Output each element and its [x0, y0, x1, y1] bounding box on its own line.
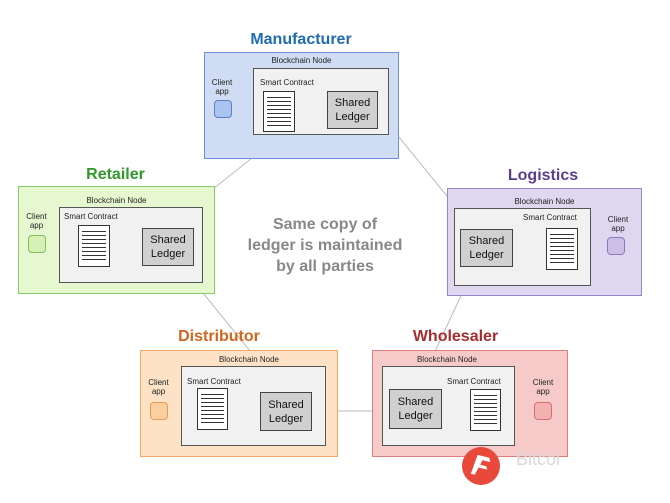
logistics-smart-contract-doc [546, 228, 578, 270]
manufacturer-node-title: Blockchain Node [271, 56, 332, 65]
distributor-smart-contract-label: Smart Contract [187, 377, 241, 386]
center-caption-line-3: by all parties [276, 258, 374, 275]
logistics-node-title: Blockchain Node [514, 197, 575, 206]
logistics-title: Logistics [507, 167, 579, 184]
manufacturer-smart-contract-label: Smart Contract [260, 78, 314, 87]
retailer-client-app[interactable] [28, 235, 46, 253]
center-caption-line-1: Same copy of [272, 216, 378, 233]
retailer-node-title: Blockchain Node [86, 196, 147, 205]
wholesaler-smart-contract-doc [470, 389, 501, 431]
distributor-smart-contract-doc [197, 388, 228, 430]
manufacturer-client-app[interactable] [214, 100, 232, 118]
retailer-title: Retailer [86, 166, 145, 183]
distributor-title: Distributor [178, 328, 260, 345]
manufacturer-title: Manufacturer [250, 31, 352, 48]
logistics-smart-contract-label: Smart Contract [523, 213, 577, 222]
watermark-text: Bitcoi [516, 449, 561, 469]
distributor-node-title: Blockchain Node [218, 355, 280, 364]
wholesaler-title: Wholesaler [412, 328, 499, 345]
retailer-smart-contract-doc [78, 225, 110, 267]
wholesaler-smart-contract-label: Smart Contract [447, 377, 501, 386]
distributor-client-app[interactable] [150, 402, 168, 420]
retailer-smart-contract-label: Smart Contract [64, 212, 118, 221]
logistics-client-app[interactable] [607, 237, 625, 255]
bitcoin-logo-icon [462, 447, 500, 485]
wholesaler-node-title: Blockchain Node [416, 355, 478, 364]
manufacturer-smart-contract-doc [263, 91, 295, 132]
center-caption-line-2: ledger is maintained [247, 237, 403, 254]
center-caption: Same copy of ledger is maintained by all… [225, 214, 425, 277]
wholesaler-client-app[interactable] [534, 402, 552, 420]
